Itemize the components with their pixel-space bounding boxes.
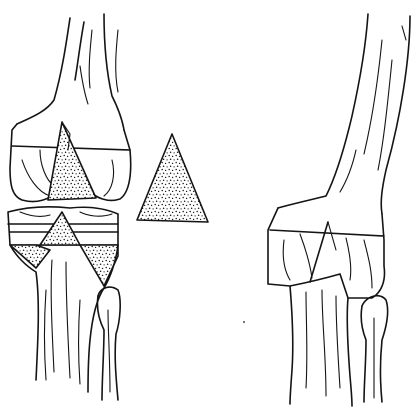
right-tibia-shaft xyxy=(290,286,352,406)
left-tibia-shaft xyxy=(45,260,81,384)
removed-wedge xyxy=(137,134,208,222)
right-knee-block xyxy=(268,208,385,298)
left-tibial-wedge xyxy=(40,212,80,245)
stray-dot xyxy=(243,321,245,323)
left-tibia-metaphysis xyxy=(10,245,118,392)
right-limb xyxy=(268,14,410,406)
left-femur-shaft xyxy=(17,14,124,130)
right-femur-shaft xyxy=(278,14,410,214)
left-femoral-wedge xyxy=(48,122,96,200)
left-limb xyxy=(8,14,131,400)
removed-wedge-triangle xyxy=(137,134,208,222)
left-fibula xyxy=(97,287,120,400)
right-fibula xyxy=(361,296,387,402)
